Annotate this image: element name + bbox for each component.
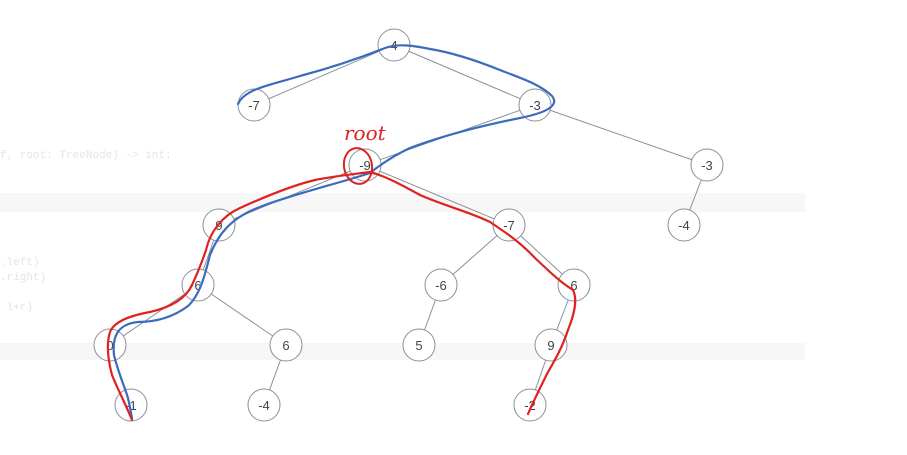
tree-edge-n9-n13	[197, 284, 287, 346]
tree-node-label: -7	[248, 98, 260, 113]
tree-node-label: 5	[415, 338, 422, 353]
tree-node-label: -4	[678, 218, 690, 233]
tree-node: -3	[690, 148, 724, 182]
code-line-4: l+r)	[0, 302, 34, 314]
tree-edge-n1-n3	[393, 44, 536, 106]
tree-node-circle	[557, 268, 591, 302]
tree-edge-n4-n8	[364, 164, 510, 226]
tree-node: -3	[518, 88, 552, 122]
tree-node-circle	[269, 328, 303, 362]
tree-edge-n1-n2	[253, 44, 395, 106]
tree-node: -4	[247, 388, 281, 422]
tree-node-label: 9	[547, 338, 554, 353]
tree-node-label: -7	[503, 218, 515, 233]
tree-edge-n9-n12	[109, 284, 199, 346]
tree-node-label: 9	[215, 218, 222, 233]
tree-edge-n3-n5	[534, 104, 708, 166]
root-circle-annotation	[342, 147, 374, 185]
tree-node-label: -6	[435, 278, 447, 293]
code-line-2: .left)	[0, 257, 40, 269]
red-path	[106, 170, 577, 422]
tree-node: -7	[237, 88, 271, 122]
tree-node-circle	[513, 388, 547, 422]
tree-node-circle	[402, 328, 436, 362]
code-line-3: .right)	[0, 272, 47, 284]
root-annotation-label: root	[344, 121, 387, 145]
tree-node-label: 0	[106, 338, 113, 353]
tree-node: 6	[269, 328, 303, 362]
code-line-1: f, root: TreeNode) -> int:	[0, 150, 172, 162]
tree-node-label: -4	[258, 398, 270, 413]
blue-path	[112, 44, 556, 420]
tree-node-circle	[690, 148, 724, 182]
highlight-band-1	[0, 193, 805, 212]
tree-node-circle	[114, 388, 148, 422]
tree-node: -2	[513, 388, 547, 422]
tree-node-circle	[667, 208, 701, 242]
tree-node: -6	[424, 268, 458, 302]
tree-node-circle	[518, 88, 552, 122]
tree-node-label: -9	[359, 158, 371, 173]
tree-node: 6	[557, 268, 591, 302]
tree-node-label: 6	[282, 338, 289, 353]
tree-node: -4	[667, 208, 701, 242]
tree-node-label: 6	[570, 278, 577, 293]
tree-node-circle	[247, 388, 281, 422]
tree-node: -9	[348, 148, 382, 182]
tree-node-circle	[424, 268, 458, 302]
tree-node: 6	[181, 268, 215, 302]
tree-node-label: 6	[194, 278, 201, 293]
highlight-band-2	[0, 343, 805, 360]
tree-node: 5	[402, 328, 436, 362]
tree-node-label: -1	[125, 398, 137, 413]
tree-node-label: -2	[524, 398, 536, 413]
tree-node-label: -3	[701, 158, 713, 173]
tree-node-label: -3	[529, 98, 541, 113]
tree-node: -1	[114, 388, 148, 422]
